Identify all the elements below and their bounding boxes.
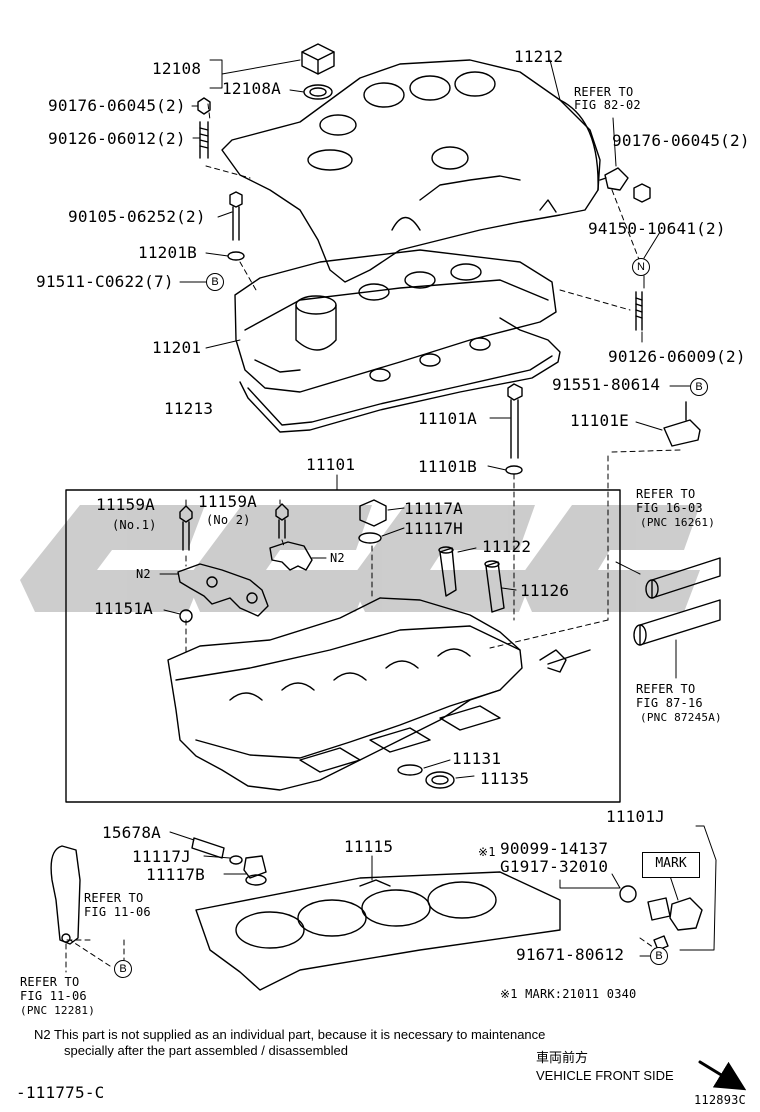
plug-11101e xyxy=(663,401,701,447)
refer-fig-87-16-line3: (PNC 87245A) xyxy=(640,711,722,724)
refer-fig-82-02-line1: REFER TO xyxy=(574,85,634,99)
head-cover-gasket xyxy=(239,317,561,433)
label-90105: 90105-06252(2) xyxy=(68,207,206,226)
refer-fig-11-06-left-line2: FIG 11-06 xyxy=(20,989,87,1003)
label-11212: 11212 xyxy=(514,47,564,66)
refer-fig-16-03-line1: REFER TO xyxy=(636,487,696,501)
refer-fig-82-02-line2: FIG 82-02 xyxy=(574,98,641,112)
label-11159a-no2: 11159A xyxy=(198,492,257,511)
refer-fig-87-16-line1: REFER TO xyxy=(636,682,696,696)
refer-fig-11-06-right-line1: REFER TO xyxy=(84,891,144,905)
label-90176-right: 90176-06045(2) xyxy=(612,131,750,150)
label-mark-note: ※1 MARK:21011 0340 xyxy=(500,987,637,1001)
label-15678a: 15678A xyxy=(102,823,161,842)
label-11101: 11101 xyxy=(306,455,356,474)
stud-90126-06012 xyxy=(199,121,209,159)
label-12108: 12108 xyxy=(152,59,202,78)
label-11151a: 11151A xyxy=(94,599,153,618)
label-91551: 91551-80614 xyxy=(552,375,661,394)
label-11131: 11131 xyxy=(452,749,502,768)
mark-box: MARK xyxy=(642,852,700,878)
label-91511: 91511-C0622(7) xyxy=(36,272,174,291)
badge-b-91551: B xyxy=(690,378,708,396)
label-n2-right: N2 xyxy=(330,551,345,565)
label-11101a: 11101A xyxy=(418,409,477,428)
dashed-alignment-lines xyxy=(65,103,681,973)
vehicle-front-en: VEHICLE FRONT SIDE xyxy=(536,1068,674,1083)
label-90126-06009: 90126-06009(2) xyxy=(608,347,746,366)
label-11117j: 11117J xyxy=(132,847,191,866)
label-11201b: 11201B xyxy=(138,243,197,262)
head-bolt-11101a xyxy=(505,383,523,475)
valve-guide-11126 xyxy=(484,560,505,613)
label-11101j: 11101J xyxy=(606,807,665,826)
refer-fig-11-06-left-line1: REFER TO xyxy=(20,975,80,989)
label-94150: 94150-10641(2) xyxy=(588,219,726,238)
subassembly-frame xyxy=(65,489,621,803)
label-11101e: 11101E xyxy=(570,411,629,430)
hose-pipes xyxy=(633,557,721,646)
doc-code-left: -111775-C xyxy=(16,1083,105,1102)
label-90126-06012: 90126-06012(2) xyxy=(48,129,186,148)
camshaft-bearing-cap-2 xyxy=(269,503,313,571)
bolt-90105 xyxy=(227,191,245,261)
valve-guide-11122 xyxy=(438,546,457,597)
label-90099: 90099-14137 xyxy=(500,839,609,858)
label-n2-left: N2 xyxy=(136,567,151,581)
label-11117a: 11117A xyxy=(404,499,463,518)
label-note-mark-1: ※1 xyxy=(478,845,496,859)
engine-cover xyxy=(221,59,601,283)
seal-11135 xyxy=(425,771,455,789)
union-15678a xyxy=(191,837,267,886)
sensor-plug-right xyxy=(599,167,651,331)
refer-fig-16-03-line2: FIG 16-03 xyxy=(636,501,703,515)
label-11159a-no1: 11159A xyxy=(96,495,155,514)
badge-b-91671: B xyxy=(650,947,668,965)
label-11117h: 11117H xyxy=(404,519,463,538)
label-11135: 11135 xyxy=(480,769,530,788)
refer-fig-16-03-line3: (PNC 16261) xyxy=(640,516,716,529)
vehicle-front-jp: 車両前方 xyxy=(536,1050,589,1065)
label-12108a: 12108A xyxy=(222,79,281,98)
refer-fig-87-16-line2: FIG 87-16 xyxy=(636,696,703,710)
plug-11117a xyxy=(358,499,387,544)
refer-fig-11-06-right-line2: FIG 11-06 xyxy=(84,905,151,919)
badge-b-91511: B xyxy=(206,273,224,291)
label-11117b: 11117B xyxy=(146,865,205,884)
head-cover xyxy=(234,249,557,393)
label-11213: 11213 xyxy=(164,399,214,418)
label-11159a-no2-sub: (No 2) xyxy=(206,513,251,527)
label-11159a-no1-sub: (No.1) xyxy=(112,518,157,532)
label-11122: 11122 xyxy=(482,537,532,556)
badge-n-94150: N xyxy=(632,258,650,276)
leader-lines xyxy=(159,59,717,957)
label-90176-left: 90176-06045(2) xyxy=(48,96,186,115)
badge-b-bracket: B xyxy=(114,960,132,978)
note-n2-line1: N2 This part is not supplied as an indiv… xyxy=(34,1027,546,1042)
label-g1917: G1917-32010 xyxy=(500,857,609,876)
label-11126: 11126 xyxy=(520,581,570,600)
note-n2-line2: specially after the part assembled / dis… xyxy=(64,1043,348,1058)
doc-code-right: 112893C xyxy=(694,1093,746,1107)
seal-11131 xyxy=(397,764,423,776)
cylinder-head xyxy=(167,597,591,791)
label-11101b: 11101B xyxy=(418,457,477,476)
vehicle-front-arrow xyxy=(698,1060,747,1091)
label-11115: 11115 xyxy=(344,837,394,856)
label-11201: 11201 xyxy=(152,338,202,357)
bracket-left xyxy=(50,845,81,945)
nut-90176-left xyxy=(197,97,211,115)
cylinder-head-gasket xyxy=(195,871,561,991)
refer-fig-11-06-left-line3: (PNC 12281) xyxy=(20,1004,96,1017)
oil-filler-cap xyxy=(301,43,335,100)
sensor-assembly-11101j xyxy=(619,885,703,951)
label-91671: 91671-80612 xyxy=(516,945,625,964)
